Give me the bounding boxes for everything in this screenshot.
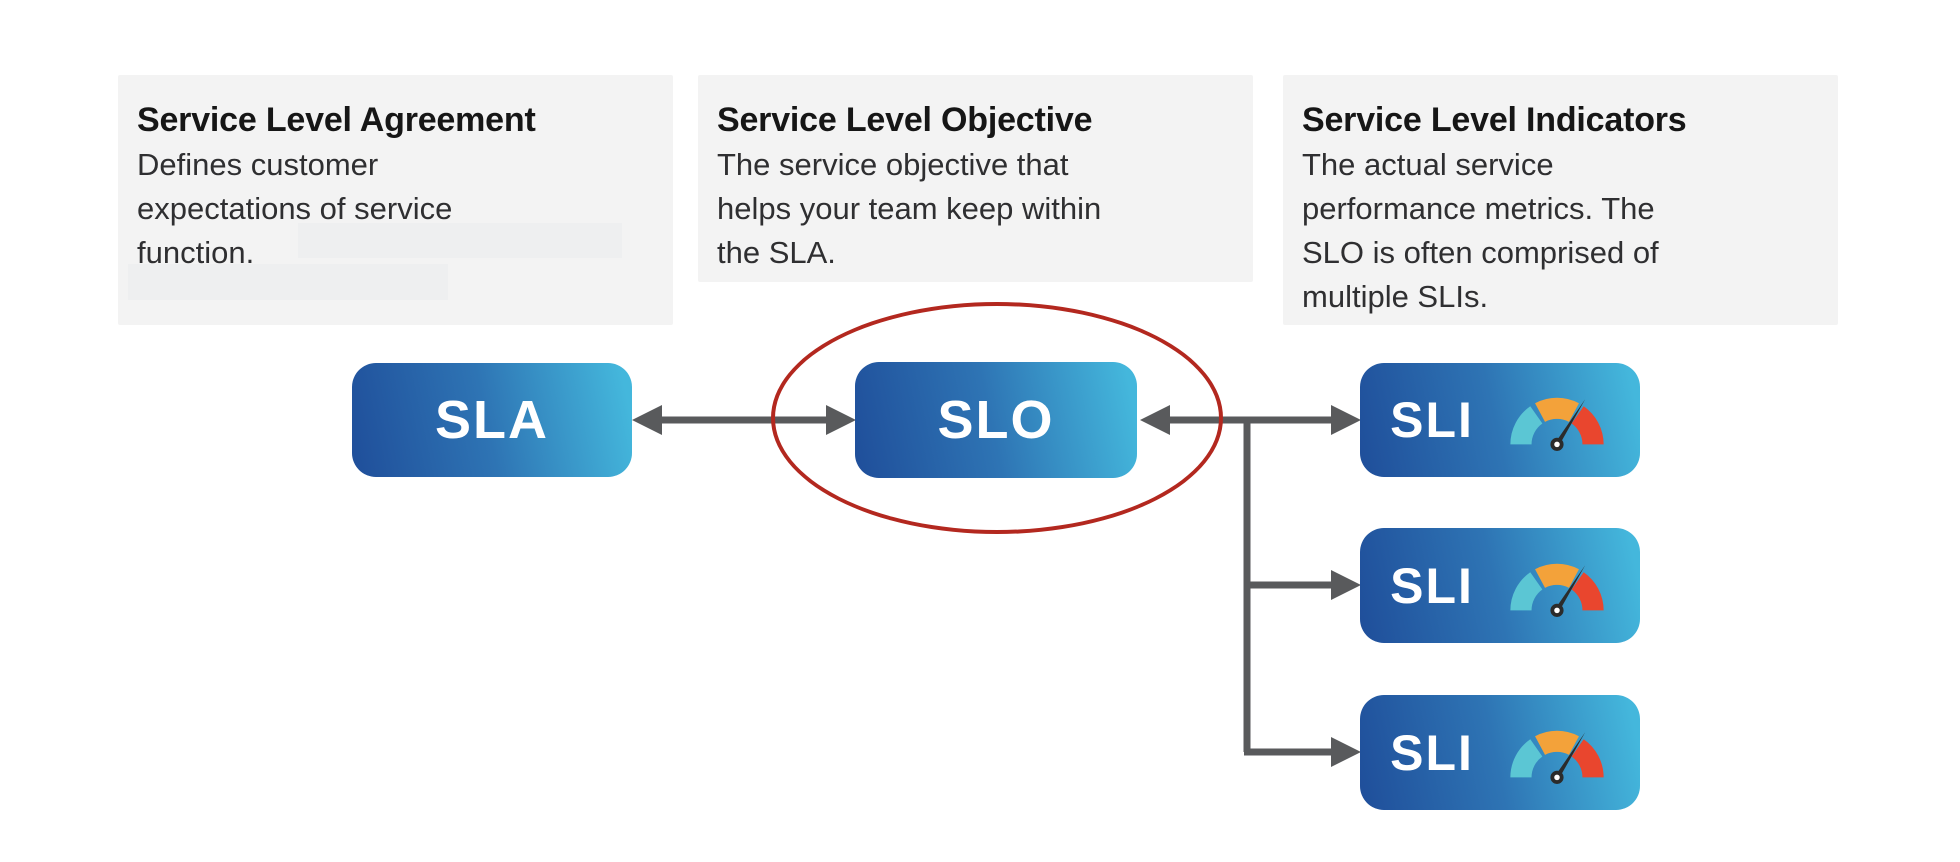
card-service-level-indicators: Service Level Indicators The actual serv… (1283, 75, 1838, 325)
slo-highlight-ellipse-annotation (771, 302, 1223, 534)
gauge-icon (1510, 397, 1604, 451)
node-sli-2-label: SLI (1390, 557, 1474, 614)
card-service-level-agreement: Service Level Agreement Defines customer… (118, 75, 673, 325)
connector-branch-sli3 (1244, 737, 1361, 767)
redacted-text-strip (298, 223, 622, 258)
connector-branch-sli2 (1244, 570, 1361, 600)
redacted-text-strip (128, 264, 448, 300)
card-title-sla: Service Level Agreement (137, 101, 536, 139)
card-body-sli: The actual service performance metrics. … (1302, 147, 1659, 314)
node-sli-2: SLI (1360, 528, 1640, 643)
node-sli-1: SLI (1360, 363, 1640, 477)
gauge-icon (1510, 730, 1604, 784)
card-service-level-objective: Service Level Objective The service obje… (698, 75, 1253, 282)
card-title-sli: Service Level Indicators (1302, 101, 1687, 139)
gauge-icon (1510, 563, 1604, 617)
node-sli-3: SLI (1360, 695, 1640, 810)
card-title-slo: Service Level Objective (717, 101, 1093, 139)
node-sli-3-label: SLI (1390, 724, 1474, 781)
node-sla-label: SLA (435, 390, 549, 450)
card-body-slo: The service objective that helps your te… (717, 147, 1102, 270)
node-sli-1-label: SLI (1390, 392, 1474, 448)
node-sla: SLA (352, 363, 632, 477)
